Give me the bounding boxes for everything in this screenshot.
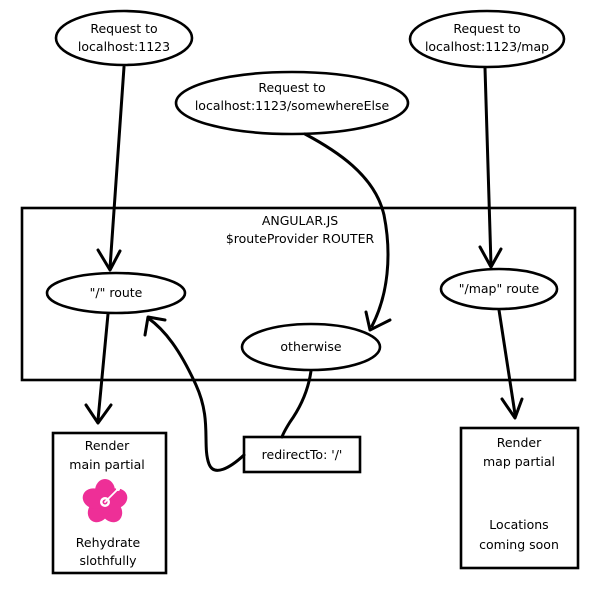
- edge-request-root-to-route-root: [96, 65, 126, 272]
- request-root-node: [54, 9, 194, 67]
- render-map-line1: Render: [496, 435, 542, 450]
- edge-request-map-to-route-map: [478, 66, 503, 269]
- edge-request-else-to-otherwise: [303, 132, 392, 332]
- redirect-box: [242, 435, 362, 474]
- request-root-line1: Request to: [90, 21, 158, 36]
- render-map-line3: Locations: [489, 517, 549, 532]
- render-main-line1: Render: [84, 438, 130, 453]
- render-main-line4: slothfully: [79, 553, 137, 568]
- route-root-node: [45, 271, 187, 315]
- render-map-line4: coming soon: [479, 537, 559, 552]
- edge-otherwise-to-redirect: [280, 369, 313, 439]
- request-root-line2: localhost:1123: [77, 39, 171, 54]
- render-main-line3: Rehydrate: [75, 535, 141, 550]
- request-map-line2: localhost:1123/map: [424, 39, 550, 54]
- render-map-box: [459, 426, 580, 570]
- request-else-node: [174, 70, 410, 136]
- edge-route-root-to-render-main: [84, 312, 113, 425]
- router-subtitle: $routeProvider ROUTER: [225, 231, 375, 246]
- request-else-line1: Request to: [258, 80, 326, 95]
- redirect-label: redirectTo: '/': [261, 447, 343, 462]
- router-title: ANGULAR.JS: [261, 213, 339, 228]
- request-map-node: [408, 9, 566, 69]
- route-root-label: "/" route: [89, 285, 143, 300]
- otherwise-label: otherwise: [280, 339, 342, 354]
- hibiscus-flower-icon: [82, 479, 128, 523]
- route-map-label: "/map" route: [458, 281, 540, 296]
- request-map-line1: Request to: [453, 21, 521, 36]
- render-main-line2: main partial: [69, 457, 145, 472]
- edge-route-map-to-render-map: [497, 308, 524, 420]
- edge-redirect-to-route-root: [143, 315, 246, 472]
- request-else-line2: localhost:1123/somewhereElse: [194, 98, 390, 113]
- render-map-line2: map partial: [483, 454, 555, 469]
